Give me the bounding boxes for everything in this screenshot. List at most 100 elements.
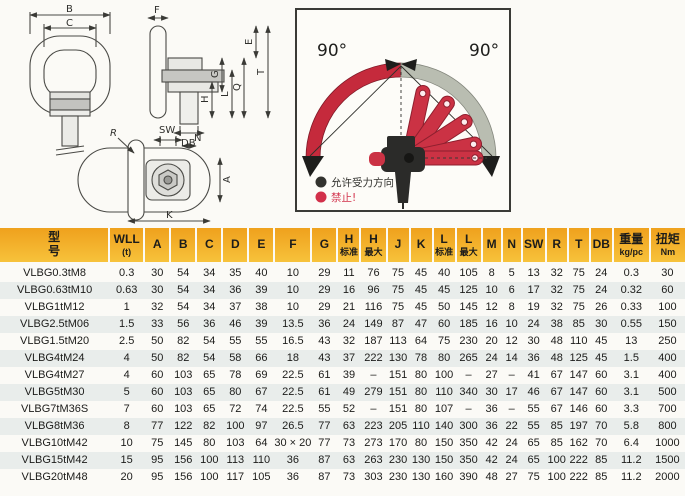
cell-B: 82 [170,349,197,367]
cell-F: 30 × 20 [274,437,312,450]
cell-K: 130 [411,471,431,484]
cell-wll: 1.5 [109,315,145,333]
cell-D: 55 [229,335,242,348]
cell-E: 67 [248,383,275,401]
cell-L_max: 340 [455,383,482,401]
cell-wll: 20 [120,471,133,484]
dim-label-a: A [222,176,233,183]
cell-N: 12 [505,335,518,348]
cell-J: 75 [391,267,405,280]
cell-L_std: 80 [432,349,456,367]
cell-wll: 8 [109,417,145,435]
cell-torque: 30 [661,267,674,280]
cell-F: 10 [286,267,299,280]
cell-T: 146 [569,403,588,416]
cell-K: 64 [414,335,428,348]
arc-arrow-left [302,156,324,177]
cell-wll: 7 [123,403,130,416]
allowed-dot-icon [315,176,327,188]
cell-T: 162 [569,437,588,450]
cell-D: 35 [229,267,242,280]
cell-R: 100 [547,471,566,484]
cell-wll: 0.63 [109,281,145,299]
cell-G: 29 [318,267,331,280]
arc-arrow-apex-left [385,59,401,71]
cell-A: 75 [151,437,164,450]
cell-SW: 30 [527,335,540,348]
cell-T: 147 [569,369,588,382]
cell-wll: 0.3 [119,267,135,280]
cell-model: VLBG15tM42 [0,451,110,469]
cell-K: 80 [414,403,428,416]
lifting-point-body [369,136,425,209]
cell-T: 222 [569,471,588,484]
cell-J: 113 [389,335,407,348]
cell-L_max: – [465,369,472,382]
cell-model: VLBG0.3tM8 [23,267,87,280]
cell-L_std: 150 [434,437,454,450]
cell-T: 147 [567,383,590,401]
cell-F: 22.5 [282,369,304,382]
cell-A: 77 [144,417,171,435]
cell-SW: 46 [521,383,546,401]
cell-G: 61 [311,383,338,401]
cell-G: 55 [318,403,331,416]
cell-E: 55 [255,335,268,348]
dim-label-k: K [166,210,173,221]
cell-T: 75 [572,301,585,314]
cell-DB: 24 [595,267,608,280]
cell-D: 80 [222,383,249,401]
cell-H_max: 279 [360,383,387,401]
cell-E: 66 [248,349,275,367]
cell-L_max: 185 [455,315,482,333]
cell-D: 117 [226,471,245,484]
cell-M: 30 [481,383,502,401]
cell-D: 58 [222,349,249,367]
allowed-legend-label: 允许受力方向 [331,176,394,189]
cell-F: 10 [286,301,299,314]
cell-B: 156 [170,451,197,469]
cell-A: 30 [144,281,171,299]
cell-B: 156 [174,471,193,484]
cell-H_std: 16 [337,281,361,299]
cell-R: 48 [545,349,568,367]
cell-M: 36 [485,403,498,416]
cell-F: 16.5 [282,335,304,348]
column-header-A: A [143,228,171,265]
cell-wll: 2.5 [119,335,135,348]
cell-K: 45 [409,281,433,299]
cell-M: 48 [485,471,498,484]
dimension-drawings-svg: B C F H G L Q E T DB SW N R A K [29,4,271,224]
cell-weight: 3.1 [623,369,639,382]
cell-wll: 5 [109,383,145,401]
column-header-wll: WLL(t) [108,228,145,265]
cell-A: 95 [151,471,164,484]
cell-DB: 70 [595,437,608,450]
cell-SW: 75 [527,471,540,484]
cell-C: 54 [203,335,216,348]
cell-model: VLBG7tM36S [20,403,89,416]
cell-D: 36 [222,281,249,299]
cell-B: 56 [170,315,197,333]
cell-F: 18 [274,349,312,367]
cell-H_max: 76 [367,267,380,280]
cell-K: 80 [409,383,433,401]
cell-F: 10 [274,281,312,299]
cell-E: 110 [248,451,275,469]
cell-weight: 0.55 [612,315,650,333]
dim-label-l: L [220,91,231,97]
cell-R: 67 [550,403,563,416]
cell-torque: 400 [658,369,677,382]
cell-SW: 65 [527,437,540,450]
cell-weight: 5.8 [612,417,650,435]
cell-L_std: 140 [432,417,456,435]
cell-G: 36 [311,315,338,333]
cell-K: 45 [414,267,428,280]
cell-H_std: 63 [337,451,361,469]
